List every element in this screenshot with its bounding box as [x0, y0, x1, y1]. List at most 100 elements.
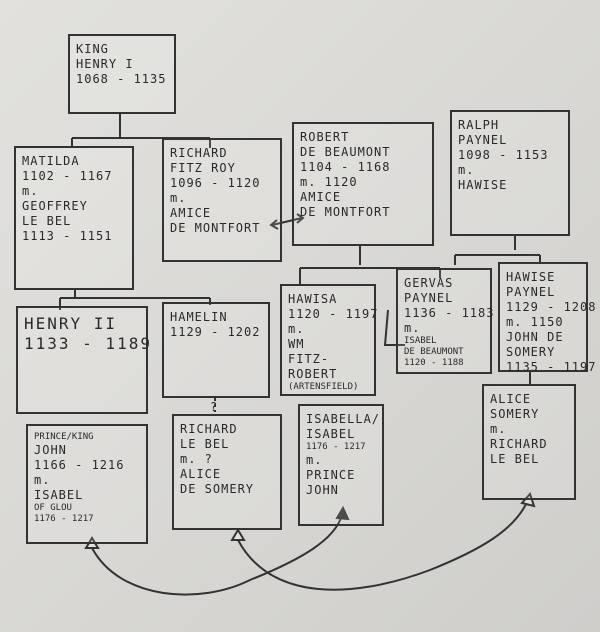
hawise-line-1: HAWISE [506, 270, 556, 284]
gervas-line-3: 1136 - 1183 [404, 306, 495, 320]
box-hawisa: HAWISA 1120 - 1197 m. WM FITZ- ROBERT (A… [280, 284, 379, 396]
isabella-line-2: ISABEL [306, 427, 356, 441]
ralph-line-5: HAWISE [458, 178, 508, 192]
question-mark: ? [210, 400, 218, 414]
king-line-2: HENRY I [76, 57, 134, 71]
gervas-line-6: DE BEAUMONT [404, 347, 464, 357]
robert-line-5: AMICE [300, 190, 342, 204]
box-king-henry: KING HENRY I 1068 - 1135 [68, 34, 176, 114]
alice-line-4: RICHARD [490, 437, 548, 451]
lebel-line-1: RICHARD [180, 422, 238, 436]
marriage-arrow [271, 217, 303, 226]
box-robert-beaumont: ROBERT DE BEAUMONT 1104 - 1168 m. 1120 A… [292, 122, 434, 246]
hawise-line-7: 1135 - 1197 [506, 360, 597, 374]
john-line-1: PRINCE/KING [34, 432, 94, 442]
alice-line-1: ALICE [490, 392, 532, 406]
hawise-line-4: m. 1150 [506, 315, 564, 329]
alice-line-3: m. [490, 422, 507, 436]
gervas-line-1: GERVAS [404, 276, 454, 290]
isabella-line-1: ISABELLA/ [306, 412, 381, 426]
box-hawise-payner: HAWISE PAYNEL 1129 - 1208 m. 1150 JOHN D… [498, 262, 597, 374]
connector-matilda [59, 288, 211, 310]
matilda-line-3: m. [22, 184, 39, 198]
hawisa-line-6: ROBERT [288, 367, 338, 381]
robert-line-1: ROBERT [300, 130, 350, 144]
hamelin-line-1: HAMELIN [170, 310, 228, 324]
henry-ii-line-1: HENRY II [24, 314, 118, 333]
gervas-line-7: 1120 - 1188 [404, 358, 464, 368]
hawise-line-5: JOHN DE [506, 330, 564, 344]
lebel-line-5: DE SOMERY [180, 482, 255, 496]
box-matilda: MATILDA 1102 - 1167 m. GEOFFREY LE BEL 1… [14, 146, 134, 290]
isabella-line-6: JOHN [306, 483, 339, 497]
matilda-line-4: GEOFFREY [22, 199, 88, 213]
hawisa-line-3: m. [288, 322, 305, 336]
box-henry-ii: HENRY II 1133 - 1189 [16, 306, 152, 414]
matilda-line-5: LE BEL [22, 214, 72, 228]
robert-line-2: DE BEAUMONT [300, 145, 391, 159]
hawisa-line-2: 1120 - 1197 [288, 307, 379, 321]
connector-robert [299, 245, 441, 285]
john-line-5: ISABEL [34, 488, 84, 502]
arrowhead-richard [230, 528, 246, 541]
arrowhead-isabella [335, 505, 350, 521]
hawisa-line-1: HAWISA [288, 292, 338, 306]
connector-ralph [454, 235, 541, 265]
curve-richard-alice [237, 499, 529, 591]
henry-ii-line-2: 1133 - 1189 [24, 334, 152, 353]
hawise-line-6: SOMERY [506, 345, 556, 359]
king-line-3: 1068 - 1135 [76, 72, 167, 86]
box-ralph-payner: RALPH PAYNEL 1098 - 1153 m. HAWISE [450, 110, 570, 236]
robert-line-4: m. 1120 [300, 175, 358, 189]
hawise-line-2: PAYNEL [506, 285, 556, 299]
john-line-7: 1176 - 1217 [34, 514, 94, 524]
curve-john-isabella [91, 514, 343, 596]
isabella-line-3: 1176 - 1217 [306, 442, 366, 452]
hawisa-line-4: WM [288, 337, 305, 351]
ralph-line-2: PAYNEL [458, 133, 508, 147]
hawisa-line-5: FITZ- [288, 352, 330, 366]
gervas-line-4: m. [404, 321, 421, 335]
fitzroy-line-1: RICHARD [170, 146, 228, 160]
matilda-line-1: MATILDA [22, 154, 80, 168]
fitzroy-line-2: FITZ ROY [170, 161, 236, 175]
box-richard-lebel: RICHARD LE BEL m. ? ALICE DE SOMERY [172, 414, 282, 530]
matilda-line-6: 1113 - 1151 [22, 229, 113, 243]
gervas-line-5: ISABEL [404, 336, 437, 346]
box-isabella: ISABELLA/ ISABEL 1176 - 1217 m. PRINCE J… [298, 404, 384, 526]
box-hamelin: HAMELIN 1129 - 1202 [162, 302, 270, 398]
alice-line-5: LE BEL [490, 452, 540, 466]
hawise-line-3: 1129 - 1208 [506, 300, 597, 314]
hamelin-line-2: 1129 - 1202 [170, 325, 261, 339]
ralph-line-4: m. [458, 163, 475, 177]
fitzroy-line-4: m. [170, 191, 187, 205]
fitzroy-line-3: 1096 - 1120 [170, 176, 261, 190]
lebel-line-4: ALICE [180, 467, 222, 481]
john-line-3: 1166 - 1216 [34, 458, 125, 472]
fitzroy-line-6: DE MONTFORT [170, 221, 261, 235]
box-alice-somery: ALICE SOMERY m. RICHARD LE BEL [482, 384, 576, 500]
gervas-line-2: PAYNEL [404, 291, 454, 305]
john-line-4: m. [34, 473, 51, 487]
isabella-line-5: PRINCE [306, 468, 356, 482]
ralph-line-3: 1098 - 1153 [458, 148, 549, 162]
matilda-line-2: 1102 - 1167 [22, 169, 113, 183]
box-king-john: PRINCE/KING JOHN 1166 - 1216 m. ISABEL O… [26, 424, 148, 544]
connector-king [71, 112, 211, 148]
hawisa-line-7: (ARTENSFIELD) [288, 382, 359, 392]
robert-line-6: DE MONTFORT [300, 205, 391, 219]
robert-line-3: 1104 - 1168 [300, 160, 391, 174]
box-richard-fitzroy: RICHARD FITZ ROY 1096 - 1120 m. AMICE DE… [162, 138, 282, 262]
john-line-2: JOHN [34, 443, 67, 457]
alice-line-2: SOMERY [490, 407, 540, 421]
john-line-6: OF GLOU [34, 503, 72, 513]
isabella-line-4: m. [306, 453, 323, 467]
box-gervas-payner: GERVAS PAYNEL 1136 - 1183 m. ISABEL DE B… [396, 268, 495, 374]
fitzroy-line-5: AMICE [170, 206, 212, 220]
lebel-line-2: LE BEL [180, 437, 230, 451]
king-line-1: KING [76, 42, 109, 56]
ralph-line-1: RALPH [458, 118, 500, 132]
connector-isabel [383, 309, 405, 346]
